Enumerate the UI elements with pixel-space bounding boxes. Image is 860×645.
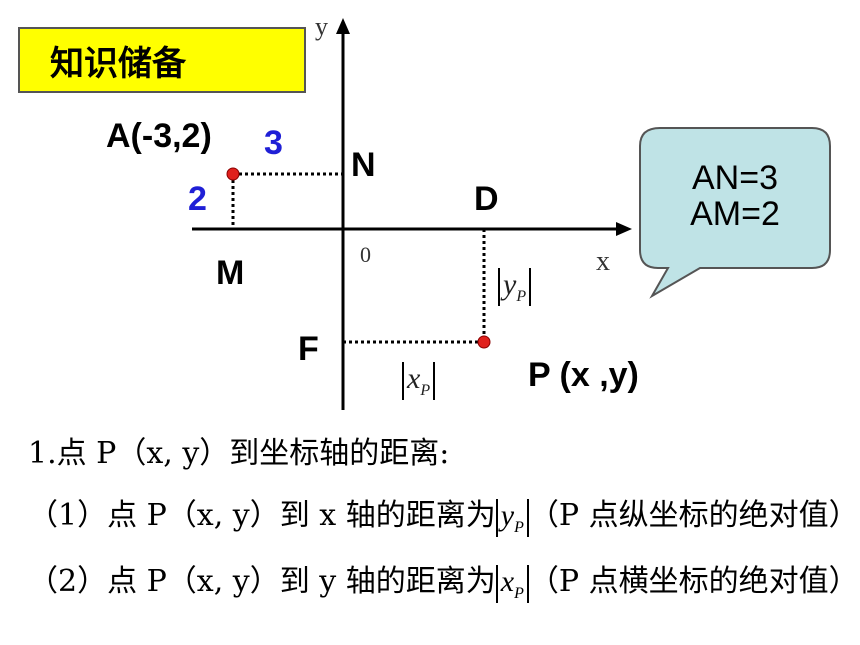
- point-p-label: P (x ,y): [528, 356, 639, 394]
- x-axis-label: x: [596, 246, 610, 277]
- abs-yp-annotation: yP: [498, 268, 532, 306]
- point-a-label: A(-3,2): [106, 117, 212, 155]
- callout-line-1: AN=3: [692, 159, 778, 197]
- distance-horizontal-label: 3: [264, 124, 283, 162]
- abs-xp-annotation: xP: [402, 362, 436, 400]
- title-box: 知识储备: [18, 27, 306, 93]
- callout-text: AN=3 AM=2: [650, 160, 820, 232]
- y-axis-label: y: [315, 12, 328, 41]
- point-f-label: F: [298, 330, 319, 368]
- point-a: [226, 167, 240, 181]
- origin-label: 0: [360, 242, 371, 267]
- point-d-label: D: [474, 180, 499, 218]
- title-text: 知识储备: [50, 43, 186, 84]
- point-n-label: N: [351, 146, 376, 184]
- point-p: [477, 335, 491, 349]
- callout-line-2: AM=2: [690, 195, 780, 233]
- distance-vertical-label: 2: [188, 180, 207, 218]
- text-line-1: 1.点 P（x, y）到坐标轴的距离:: [28, 436, 450, 471]
- y-axis-arrow: [336, 18, 350, 34]
- callout-bubble: [639, 127, 831, 299]
- x-axis-arrow: [616, 222, 632, 236]
- point-m-label: M: [216, 254, 245, 292]
